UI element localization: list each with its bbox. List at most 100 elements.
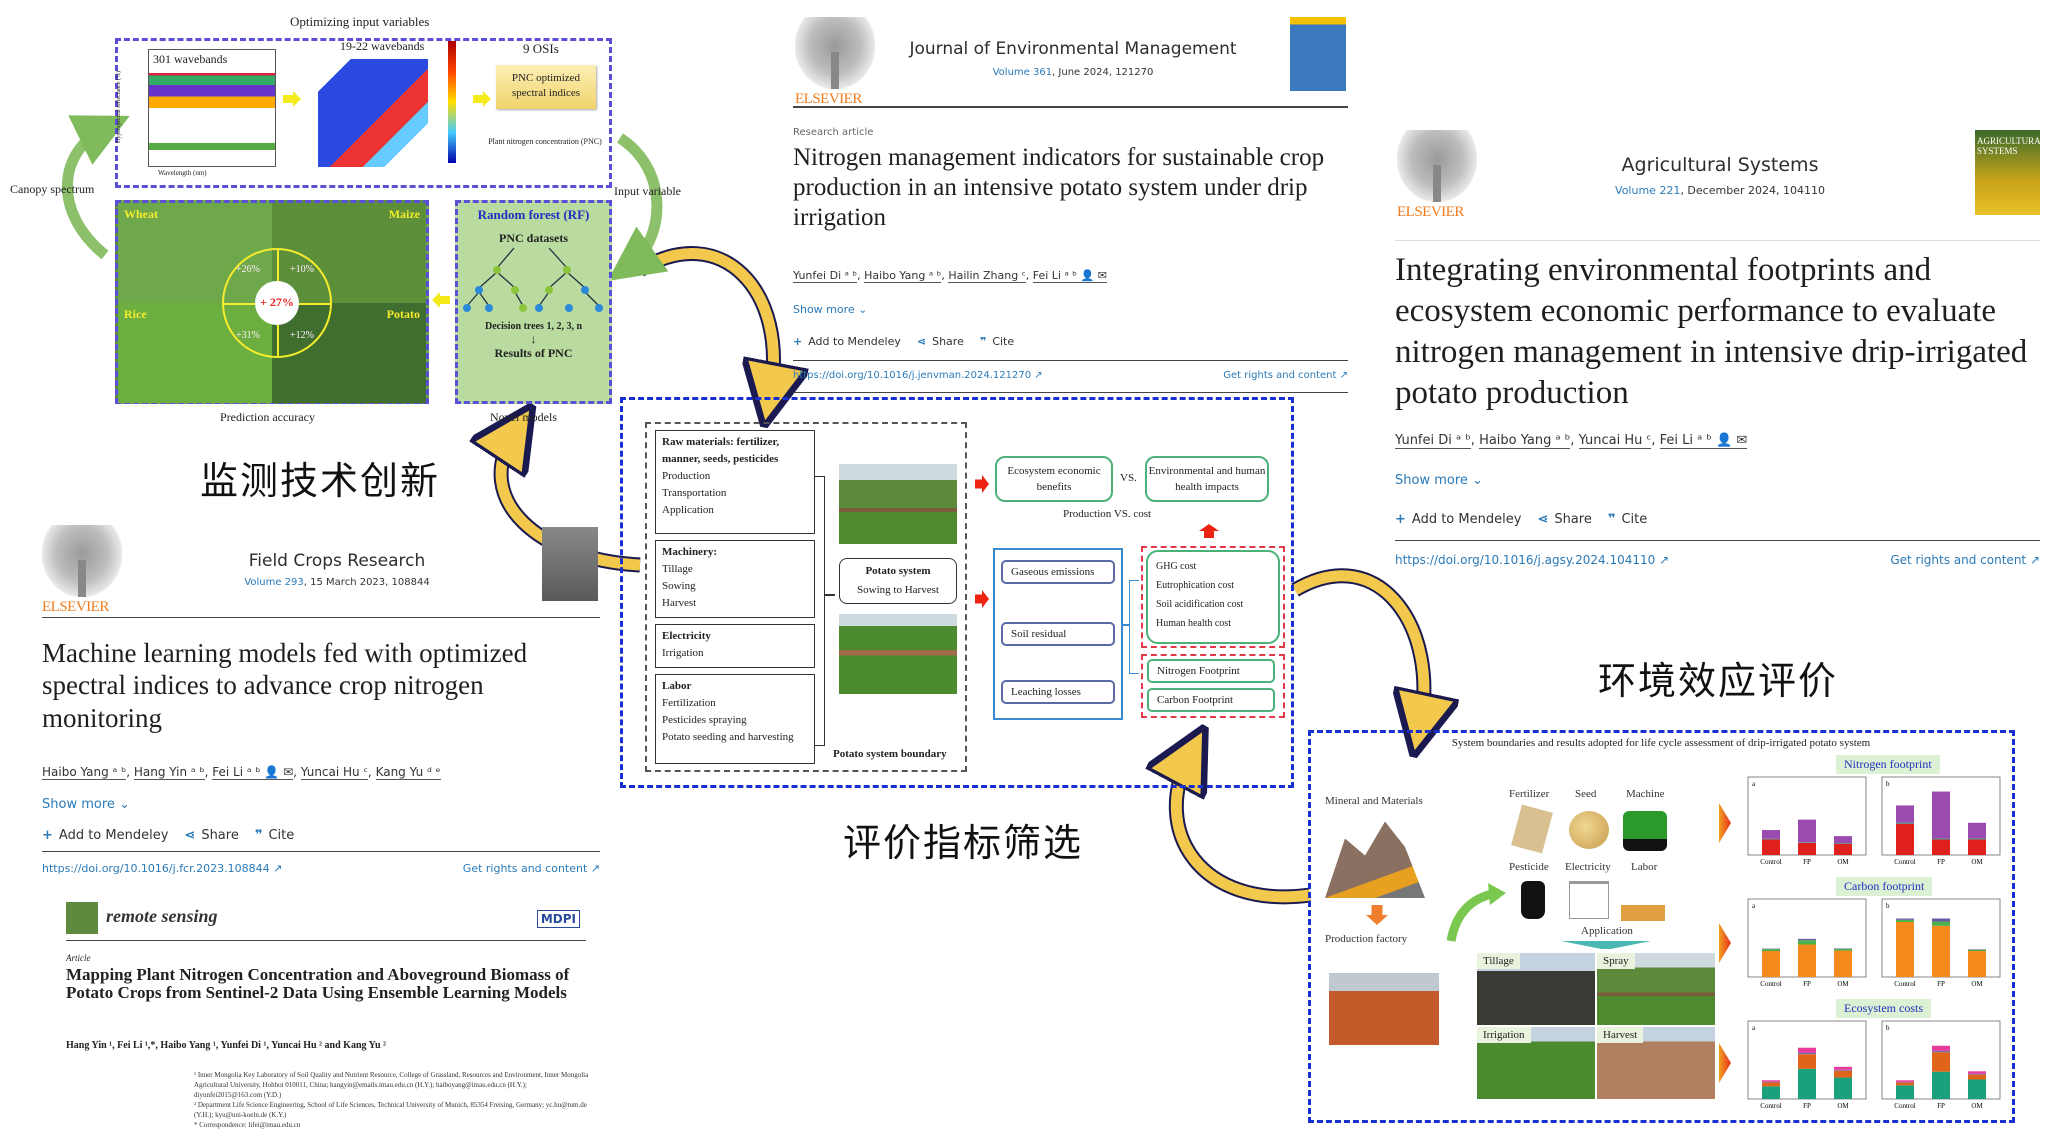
bar-segment-teal <box>1798 1068 1816 1099</box>
plus-icon: + <box>1395 512 1406 527</box>
bar-segment-orange <box>1968 1074 1986 1080</box>
curved-arrow-top-to-center <box>636 246 773 395</box>
author-link[interactable]: Kang Yu ᵈ ᵉ <box>375 765 441 780</box>
author-link[interactable]: Yuncai Hu ᶜ <box>300 765 368 780</box>
emission-box: Gaseous emissions <box>1001 560 1115 584</box>
show-more-button[interactable]: Show more ⌄ <box>793 303 868 316</box>
production-vs-cost-label: Production VS. cost <box>1063 508 1152 520</box>
author-link[interactable]: Haibo Yang ᵃ ᵇ <box>1479 433 1571 449</box>
volume-link[interactable]: Volume 361 <box>992 67 1053 78</box>
bar-segment-orange <box>1932 1052 1950 1072</box>
journal-cover[interactable] <box>542 527 598 601</box>
add-to-mendeley-button[interactable]: +Add to Mendeley <box>793 335 901 348</box>
x-tick-label: Control <box>1760 980 1781 988</box>
seed-potato-icon <box>1569 811 1609 849</box>
journal-name[interactable]: Field Crops Research <box>248 551 426 571</box>
operation-label: Irrigation <box>1477 1027 1531 1043</box>
emission-box: Leaching losses <box>1001 680 1115 704</box>
divider <box>66 940 586 941</box>
panel-label: b <box>1886 780 1890 788</box>
divider <box>793 360 1348 361</box>
show-more-button[interactable]: Show more ⌄ <box>1395 473 1483 488</box>
bar-segment-purple <box>1932 918 1950 922</box>
eco-benefits-box: Ecosystem economic benefits <box>995 456 1113 502</box>
cite-button[interactable]: ❞Cite <box>254 828 295 843</box>
bar-segment-red <box>1968 839 1986 855</box>
journal-name: remote sensing <box>106 906 218 926</box>
cost-item: GHG cost <box>1156 561 1197 572</box>
article-type: Research article <box>793 127 874 138</box>
author-link[interactable]: Hang Yin ᵃ ᵇ <box>133 765 205 780</box>
bar-segment-orange <box>1834 1070 1852 1078</box>
bar-segment-purple <box>1762 1081 1780 1083</box>
gain-potato: +12% <box>290 330 314 341</box>
cite-button[interactable]: ❞Cite <box>1607 512 1648 527</box>
author-link[interactable]: Haibo Yang ᵃ ᵇ <box>864 269 942 283</box>
tractor-icon <box>1623 811 1667 851</box>
cost-item: Soil acidification cost <box>1156 599 1244 610</box>
volume-info: Volume 361, June 2024, 121270 <box>992 67 1154 78</box>
box-item: Transportation <box>662 487 727 499</box>
chart-title-nitrogen: Nitrogen footprint <box>1836 755 1940 774</box>
connector-lines <box>815 476 825 746</box>
labor-box: Labor Fertilization Pesticides spraying … <box>655 674 815 764</box>
article-actions: +Add to Mendeley ⋖Share ❞Cite <box>793 335 1014 348</box>
article-title: Nitrogen management indicators for susta… <box>793 144 1325 231</box>
affiliation: ¹ Inner Mongolia Key Laboratory of Soil … <box>194 1071 589 1099</box>
share-button[interactable]: ⋖Share <box>184 828 239 843</box>
article-title: Machine learning models fed with optimiz… <box>42 638 528 733</box>
doi-link[interactable]: https://doi.org/10.1016/j.jenvman.2024.1… <box>793 370 1043 381</box>
mine-illustration <box>1325 821 1425 898</box>
plus-icon: + <box>42 828 53 843</box>
journal-cover[interactable] <box>1290 17 1346 91</box>
show-more-button[interactable]: Show more ⌄ <box>42 797 130 812</box>
author-link[interactable]: Fei Li ᵃ ᵇ 👤 ✉ <box>212 765 294 780</box>
share-button[interactable]: ⋖Share <box>916 335 964 348</box>
journal-name[interactable]: Journal of Environmental Management <box>909 39 1237 59</box>
bar-segment-orange <box>1798 1054 1816 1069</box>
add-to-mendeley-button[interactable]: +Add to Mendeley <box>42 828 169 843</box>
author-link[interactable]: Hailin Zhang ᶜ <box>948 269 1026 283</box>
affiliation: * Correspondence: lifei@imau.edu.cn <box>194 1121 301 1129</box>
rights-link[interactable]: Get rights and content ↗ <box>1890 553 2040 567</box>
author-link[interactable]: Fei Li ᵃ ᵇ 👤 ✉ <box>1032 269 1107 283</box>
affiliation: ² Department Life Science Engineering, S… <box>194 1101 587 1119</box>
bar-segment-green <box>1896 919 1914 922</box>
rights-link[interactable]: Get rights and content ↗ <box>1223 370 1348 381</box>
application-label: Application <box>1581 925 1633 937</box>
bar-segment-green <box>1762 949 1780 951</box>
quote-icon: ❞ <box>1607 512 1616 527</box>
author-link[interactable]: Haibo Yang ᵃ ᵇ <box>42 765 127 780</box>
chevron-down-icon: ⌄ <box>858 303 868 316</box>
gain-rice: +31% <box>236 330 260 341</box>
rf-datasets: PNC datasets <box>499 231 568 245</box>
bar-segment-pink <box>1798 1047 1816 1053</box>
author-link[interactable]: Yuncai Hu ᶜ <box>1578 433 1652 449</box>
cite-button[interactable]: ❞Cite <box>979 335 1015 348</box>
volume-link[interactable]: Volume 293 <box>244 577 304 588</box>
author-link[interactable]: Fei Li ᵃ ᵇ 👤 ✉ <box>1659 433 1748 449</box>
jem-article-card: ELSEVIER Journal of Environmental Manage… <box>793 15 1348 395</box>
volume-link[interactable]: Volume 221 <box>1615 184 1681 197</box>
green-arrow-input <box>607 133 669 282</box>
journal-cover[interactable]: AGRICULTURAL SYSTEMS <box>1975 130 2046 215</box>
plot-label: 19-22 wavebands <box>340 39 425 53</box>
doi-link[interactable]: https://doi.org/10.1016/j.agsy.2024.1041… <box>1395 553 1670 567</box>
fcr-article-card: ELSEVIER Field Crops Research Volume 293… <box>42 525 600 880</box>
box-item: Production <box>662 470 711 482</box>
rights-link[interactable]: Get rights and content ↗ <box>462 862 600 875</box>
bar-segment-red <box>1762 839 1780 855</box>
rf-results: Results of PNC <box>494 346 573 360</box>
bar-segment-teal <box>1896 1085 1914 1099</box>
author-link[interactable]: Yunfei Di ᵃ ᵇ <box>793 269 858 283</box>
bar-segment-purple <box>1896 805 1914 823</box>
doi-link[interactable]: https://doi.org/10.1016/j.fcr.2023.10884… <box>42 862 283 875</box>
add-to-mendeley-button[interactable]: +Add to Mendeley <box>1395 512 1522 527</box>
journal-name[interactable]: Agricultural Systems <box>1621 154 1819 176</box>
share-button[interactable]: ⋖Share <box>1537 512 1592 527</box>
author-link[interactable]: Yunfei Di ᵃ ᵇ <box>1395 433 1471 449</box>
box-item: Irrigation <box>662 647 704 659</box>
red-arrow-icon <box>975 590 989 608</box>
chart-title-carbon: Carbon footprint <box>1836 877 1933 896</box>
